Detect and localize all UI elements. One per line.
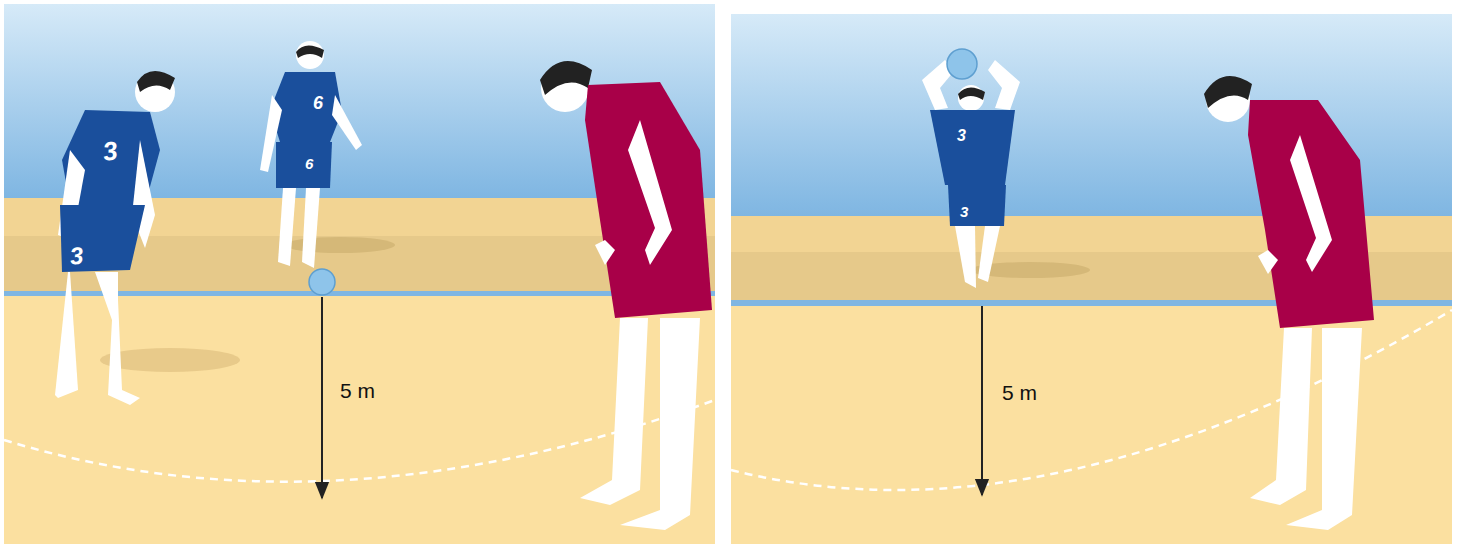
- jersey-number: 6: [313, 94, 323, 112]
- dimension-label: 5 m: [1002, 382, 1037, 403]
- shorts-number: 3: [960, 204, 968, 219]
- jersey-number: 3: [957, 128, 966, 144]
- shorts-number: 3: [69, 243, 85, 268]
- dimension-label: 5 m: [340, 380, 375, 401]
- shorts-number: 6: [305, 156, 313, 171]
